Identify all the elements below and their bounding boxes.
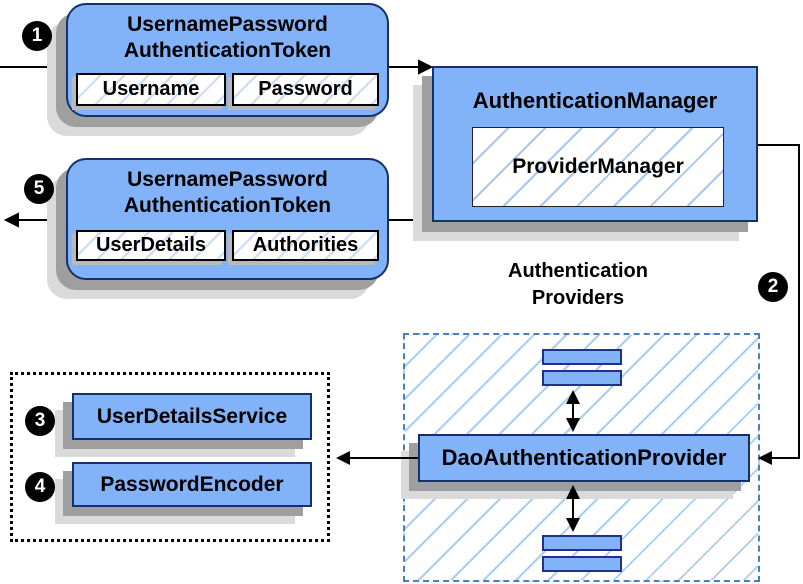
providers-heading-line2: Providers xyxy=(531,287,625,309)
step-1-badge: 1 xyxy=(22,21,52,51)
password-field-box: Password xyxy=(232,73,379,106)
manager-to-provider-line xyxy=(758,144,800,459)
response-token-title: UsernamePassword AuthenticationToken xyxy=(124,167,331,219)
step-2-badge: 2 xyxy=(758,272,788,302)
arrowhead-return-left xyxy=(3,212,19,228)
extra-provider-bar-bottom-2 xyxy=(542,556,622,572)
provider-manager-box: ProviderManager xyxy=(472,127,724,207)
extra-provider-bar-top-2 xyxy=(542,370,622,386)
response-token-title-line2: AuthenticationToken xyxy=(123,194,332,217)
arrowhead-into-authentication-manager xyxy=(418,59,434,75)
authentication-manager-box: AuthenticationManager ProviderManager xyxy=(432,66,758,222)
dao-authentication-provider-box: DaoAuthenticationProvider xyxy=(418,434,750,482)
userdetails-field-box: UserDetails xyxy=(76,230,226,261)
user-details-service-box: UserDetailsService xyxy=(72,393,312,440)
request-token-title-line1: UsernamePassword xyxy=(127,13,328,36)
providers-heading-line1: Authentication xyxy=(508,260,648,282)
extra-provider-bar-top-1 xyxy=(542,349,622,365)
extra-provider-bar-bottom-1 xyxy=(542,535,622,551)
request-token-box: UsernamePassword AuthenticationToken Use… xyxy=(66,3,389,117)
services-group-box xyxy=(10,372,330,542)
authentication-providers-heading: Authentication Providers xyxy=(463,258,693,312)
password-encoder-box: PasswordEncoder xyxy=(72,462,312,507)
authentication-manager-title: AuthenticationManager xyxy=(472,88,718,113)
step-3-badge: 3 xyxy=(25,406,55,436)
arrowhead-into-dao-provider xyxy=(758,451,772,465)
step-5-badge: 5 xyxy=(24,174,54,204)
response-token-box: UsernamePassword AuthenticationToken Use… xyxy=(66,158,389,280)
step-4-badge: 4 xyxy=(25,472,55,502)
request-token-title-line2: AuthenticationToken xyxy=(123,39,332,62)
request-token-fields: Username Password xyxy=(76,73,379,106)
username-field-box: Username xyxy=(76,73,226,106)
response-token-fields: UserDetails Authorities xyxy=(76,230,379,261)
response-token-title-line1: UsernamePassword xyxy=(127,168,328,191)
request-token-title: UsernamePassword AuthenticationToken xyxy=(124,12,331,64)
arrowhead-into-services-group xyxy=(336,451,350,465)
authorities-field-box: Authorities xyxy=(232,230,379,261)
